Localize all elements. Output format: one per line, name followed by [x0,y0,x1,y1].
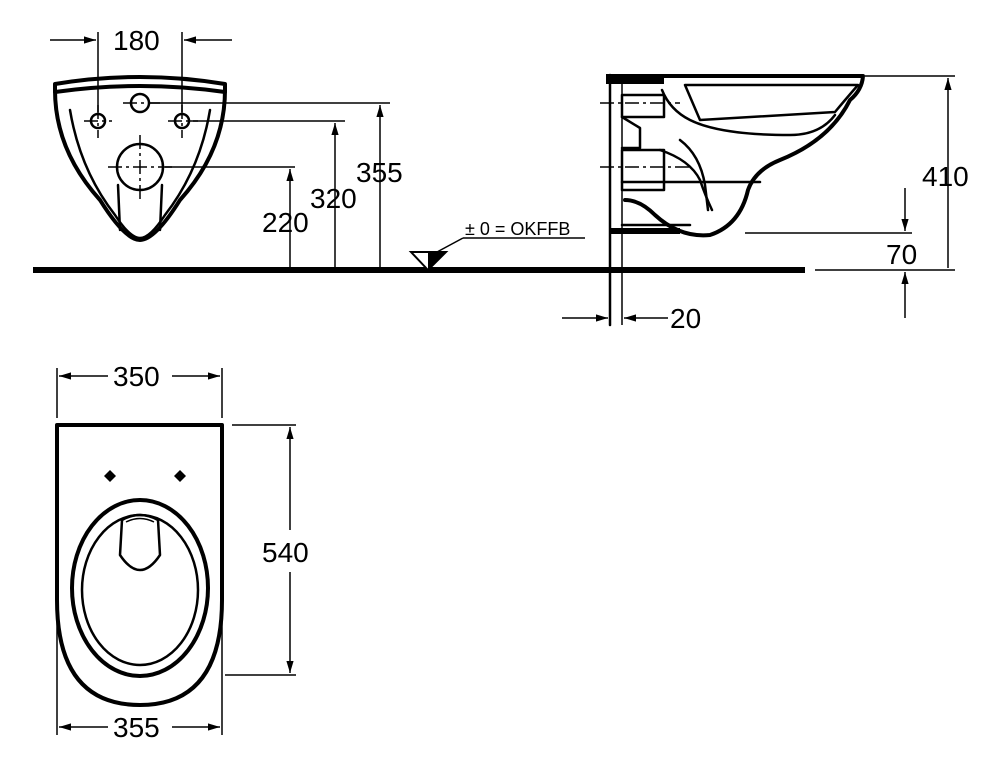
dimension-180 [50,32,232,112]
dimension-355-label: 355 [356,157,403,188]
dimension-180-label: 180 [113,25,160,56]
dimension-540-label: 540 [262,537,309,568]
dimension-220 [165,166,295,268]
dimension-350 [56,368,223,418]
dimension-350-label: 350 [113,361,160,392]
dimension-355 [150,102,390,268]
dimension-320 [190,120,345,268]
front-view [53,75,227,242]
dimension-355-bottom [56,610,223,735]
dimension-220-label: 220 [262,207,309,238]
dimension-320-label: 320 [310,183,357,214]
floor-reference-label: ± 0 = OKFFB [465,219,570,239]
side-view [600,73,865,327]
dimension-70-label: 70 [886,239,917,270]
dimension-410-label: 410 [922,161,969,192]
floor-reference-symbol [408,237,585,272]
dimension-355-bottom-label: 355 [113,712,160,743]
top-view [55,423,224,707]
dimension-70 [745,188,912,318]
dimension-410 [865,75,955,268]
dimension-540 [225,424,296,676]
dimension-20-label: 20 [670,303,701,334]
